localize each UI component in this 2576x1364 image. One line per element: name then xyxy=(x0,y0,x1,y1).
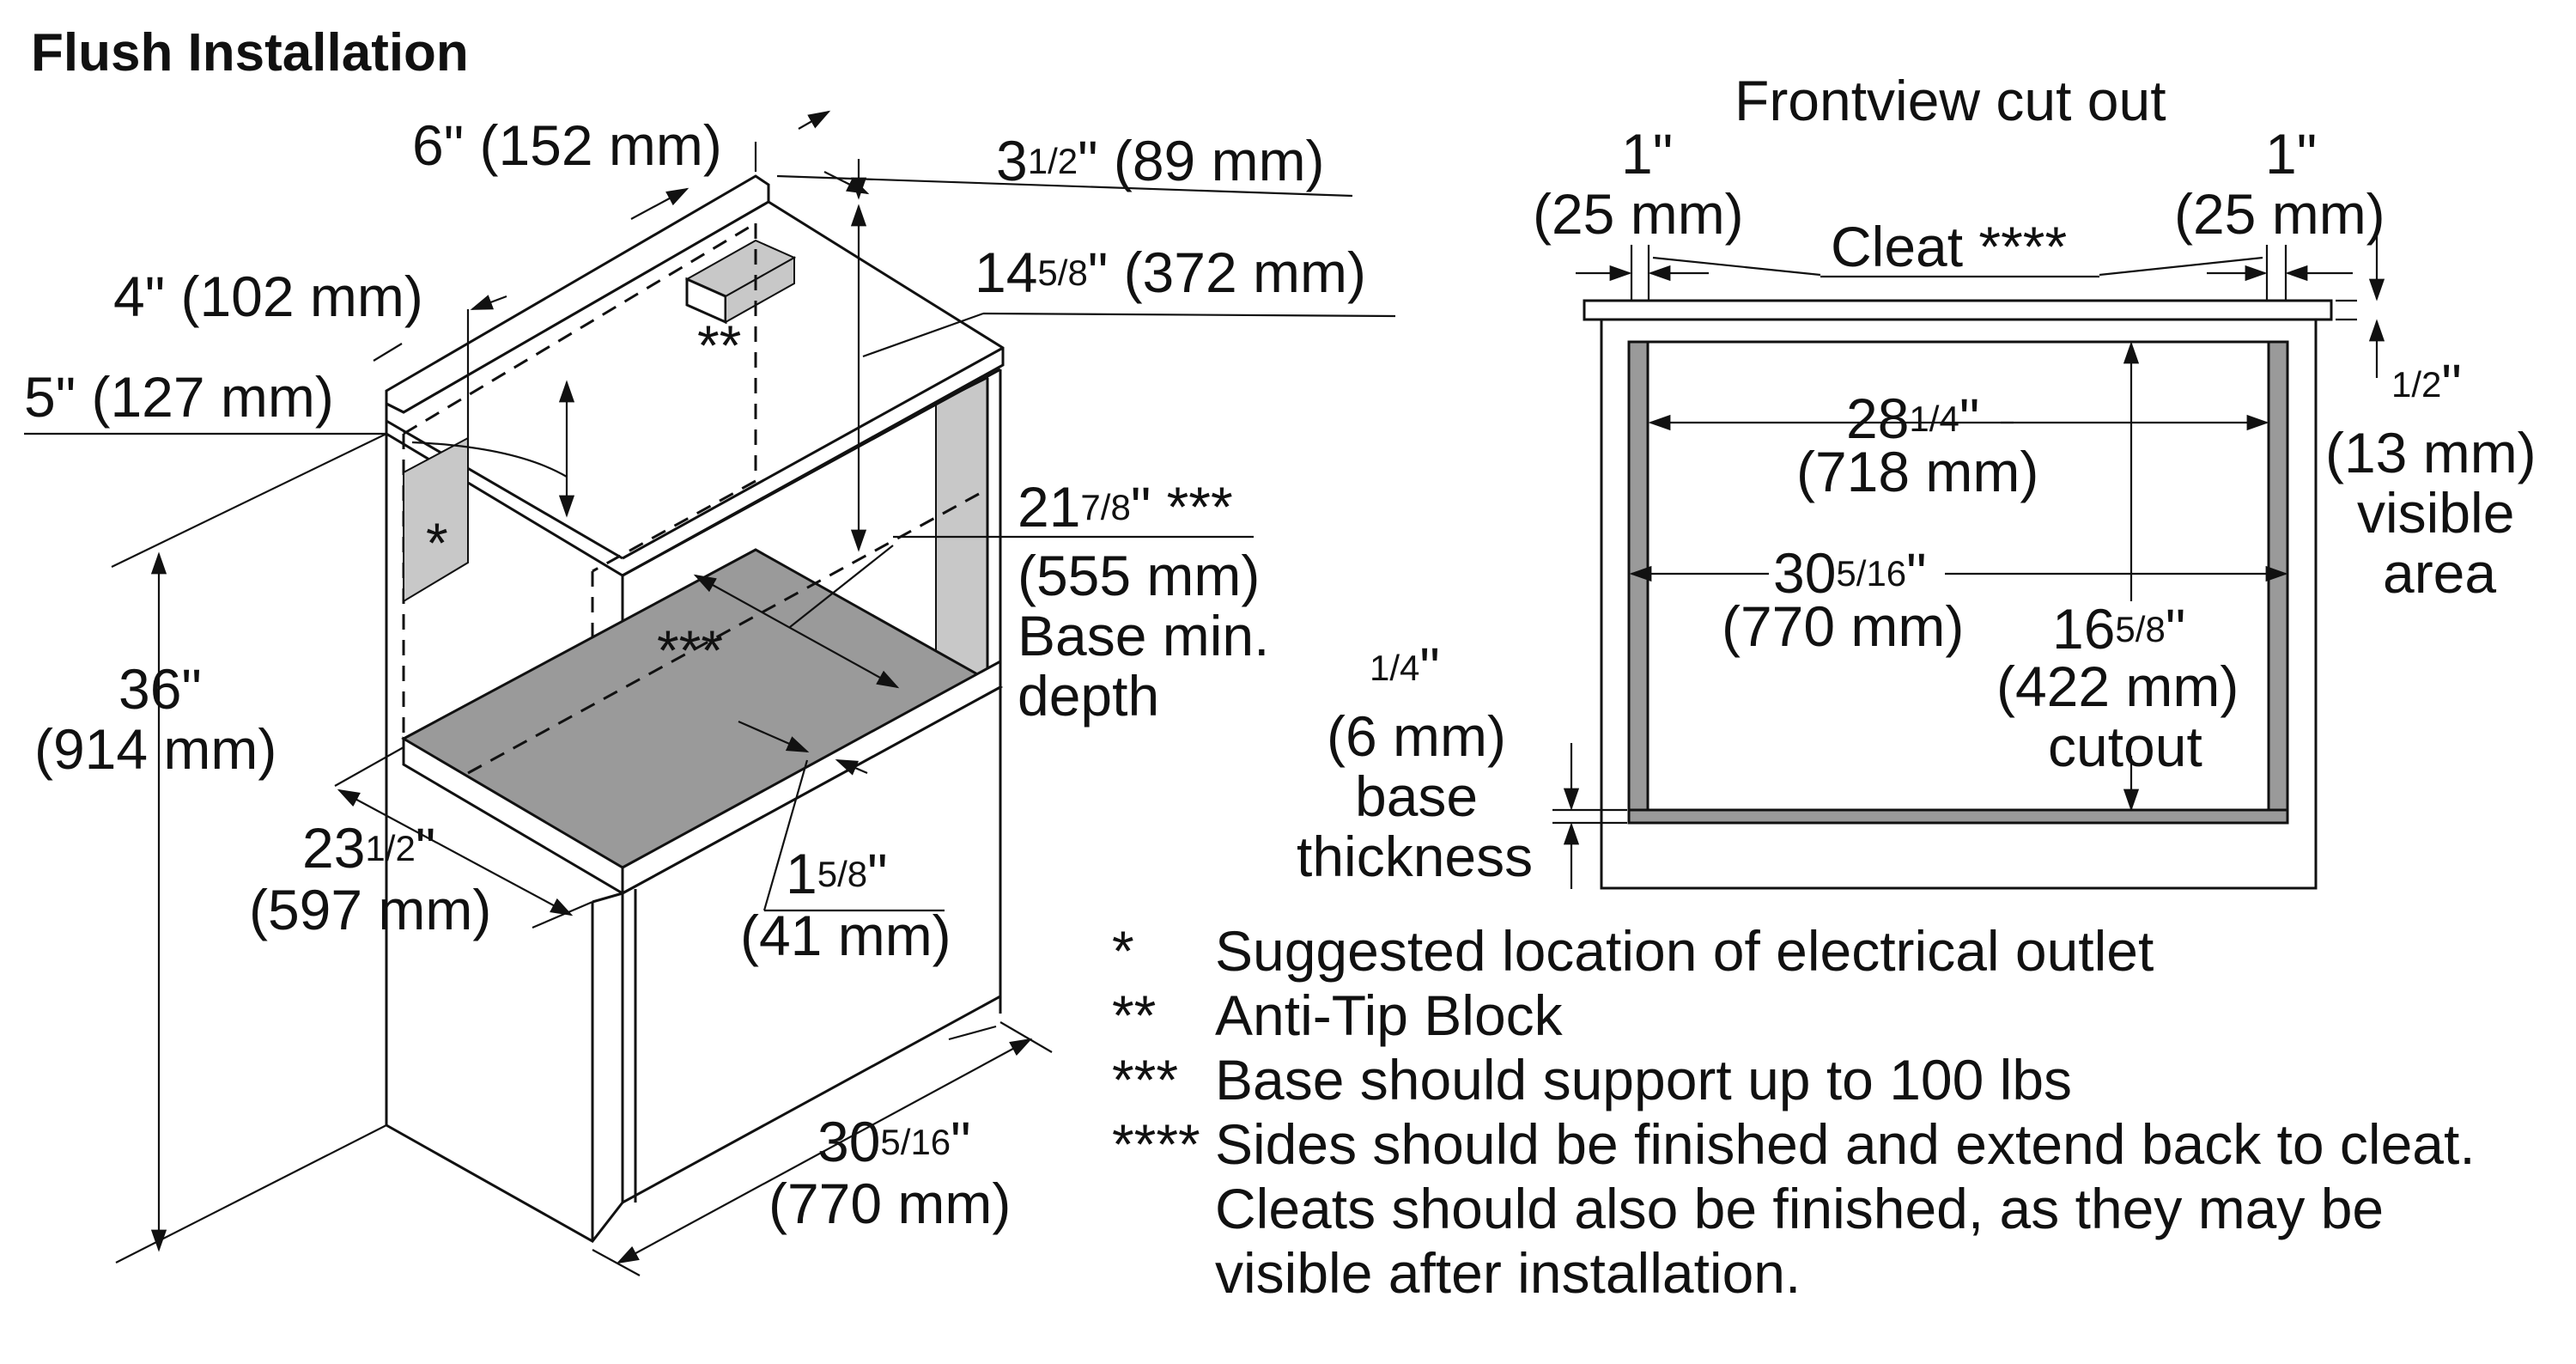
dim-36-in: 36" xyxy=(118,657,202,721)
dim-14-5-8: 145/8" (372 mm) xyxy=(975,241,1366,304)
base-word1: base xyxy=(1355,764,1478,828)
notes-legend: * Suggested location of electrical outle… xyxy=(1112,919,2476,1305)
dim-21-7-8: 217/8" *** xyxy=(1018,475,1233,539)
dim-6-in: 6" (152 mm) xyxy=(412,113,722,177)
left-cleat xyxy=(1627,340,1649,820)
dim-23-1-2: 231/2" xyxy=(302,816,435,880)
note-text-4-cont-1: Cleats should also be finished, as they … xyxy=(1215,1177,2384,1240)
note-marker-2: ** xyxy=(1112,983,1156,1047)
visible-mm: (13 mm) xyxy=(2325,421,2537,484)
note-text-3: Base should support up to 100 lbs xyxy=(1215,1048,2072,1111)
right-cleat xyxy=(2267,340,2289,820)
note-text-4: Sides should be finished and extend back… xyxy=(1215,1112,2476,1176)
dim-21-line2: Base min. xyxy=(1018,604,1269,667)
base-quarter-in: 1/4" xyxy=(1370,636,1440,699)
cleat-label: Cleat **** xyxy=(1831,215,2067,278)
visible-word1: visible xyxy=(2357,481,2514,545)
front-cabinet-outline xyxy=(1600,318,2318,890)
dim-21-mm: (555 mm) xyxy=(1018,544,1260,607)
outlet-location-panel xyxy=(403,436,469,603)
base-word2: thickness xyxy=(1297,825,1533,888)
anti-tip-block xyxy=(684,239,797,325)
countertop xyxy=(385,200,1005,577)
base-mm: (6 mm) xyxy=(1327,704,1506,768)
visible-word2: area xyxy=(2383,541,2496,605)
cutout-label: cutout xyxy=(2048,715,2202,778)
dim-36-mm: (914 mm) xyxy=(34,717,276,781)
base-marker: *** xyxy=(657,618,723,682)
right-cleat-mm: (25 mm) xyxy=(2174,182,2385,246)
dim-1-mm: (41 mm) xyxy=(740,904,951,967)
front-view-heading: Frontview cut out xyxy=(1735,69,2166,132)
note-text-1: Suggested location of electrical outlet xyxy=(1215,919,2154,983)
dim-30-5-16-iso: 305/16" xyxy=(817,1110,971,1173)
note-text-2: Anti-Tip Block xyxy=(1215,983,1564,1047)
page-title: Flush Installation xyxy=(31,23,469,82)
outlet-marker: * xyxy=(426,511,448,575)
dim-30-mm-iso: (770 mm) xyxy=(769,1172,1011,1235)
anti-tip-marker: ** xyxy=(697,314,741,377)
cutout-height-mm: (422 mm) xyxy=(1996,655,2239,718)
dim-4-in: 4" (102 mm) xyxy=(113,265,423,328)
dim-21-line3: depth xyxy=(1018,664,1159,728)
isometric-cabinet-view: ** * *** 6" (152 mm) xyxy=(24,110,1396,1276)
cutout-height-in: 165/8" xyxy=(2052,597,2185,661)
dim-23-mm: (597 mm) xyxy=(249,878,491,941)
dim-3-half: 31/2" (89 mm) xyxy=(996,129,1325,192)
right-cleat-in: 1" xyxy=(2265,122,2317,186)
note-marker-1: * xyxy=(1112,919,1134,983)
outer-width-mm: (770 mm) xyxy=(1722,594,1964,658)
left-cleat-mm: (25 mm) xyxy=(1533,182,1744,246)
outer-width-in: 305/16" xyxy=(1773,541,1927,605)
inner-width-mm: (718 mm) xyxy=(1796,440,2038,503)
dim-1-5-8: 15/8" xyxy=(786,842,888,905)
inner-width-in: 281/4" xyxy=(1846,387,1979,450)
note-marker-3: *** xyxy=(1112,1048,1178,1111)
left-cleat-in: 1" xyxy=(1621,122,1673,186)
front-view-cutout: Frontview cut out 1" (25 mm) 1" (25 mm) … xyxy=(1297,69,2537,890)
visible-half-in: 1/2" xyxy=(2391,352,2462,416)
note-text-4-cont-2: visible after installation. xyxy=(1215,1241,1801,1305)
front-base xyxy=(1627,808,2289,825)
front-countertop xyxy=(1583,299,2333,321)
note-marker-4: **** xyxy=(1112,1112,1200,1176)
dim-5-in: 5" (127 mm) xyxy=(24,365,334,429)
